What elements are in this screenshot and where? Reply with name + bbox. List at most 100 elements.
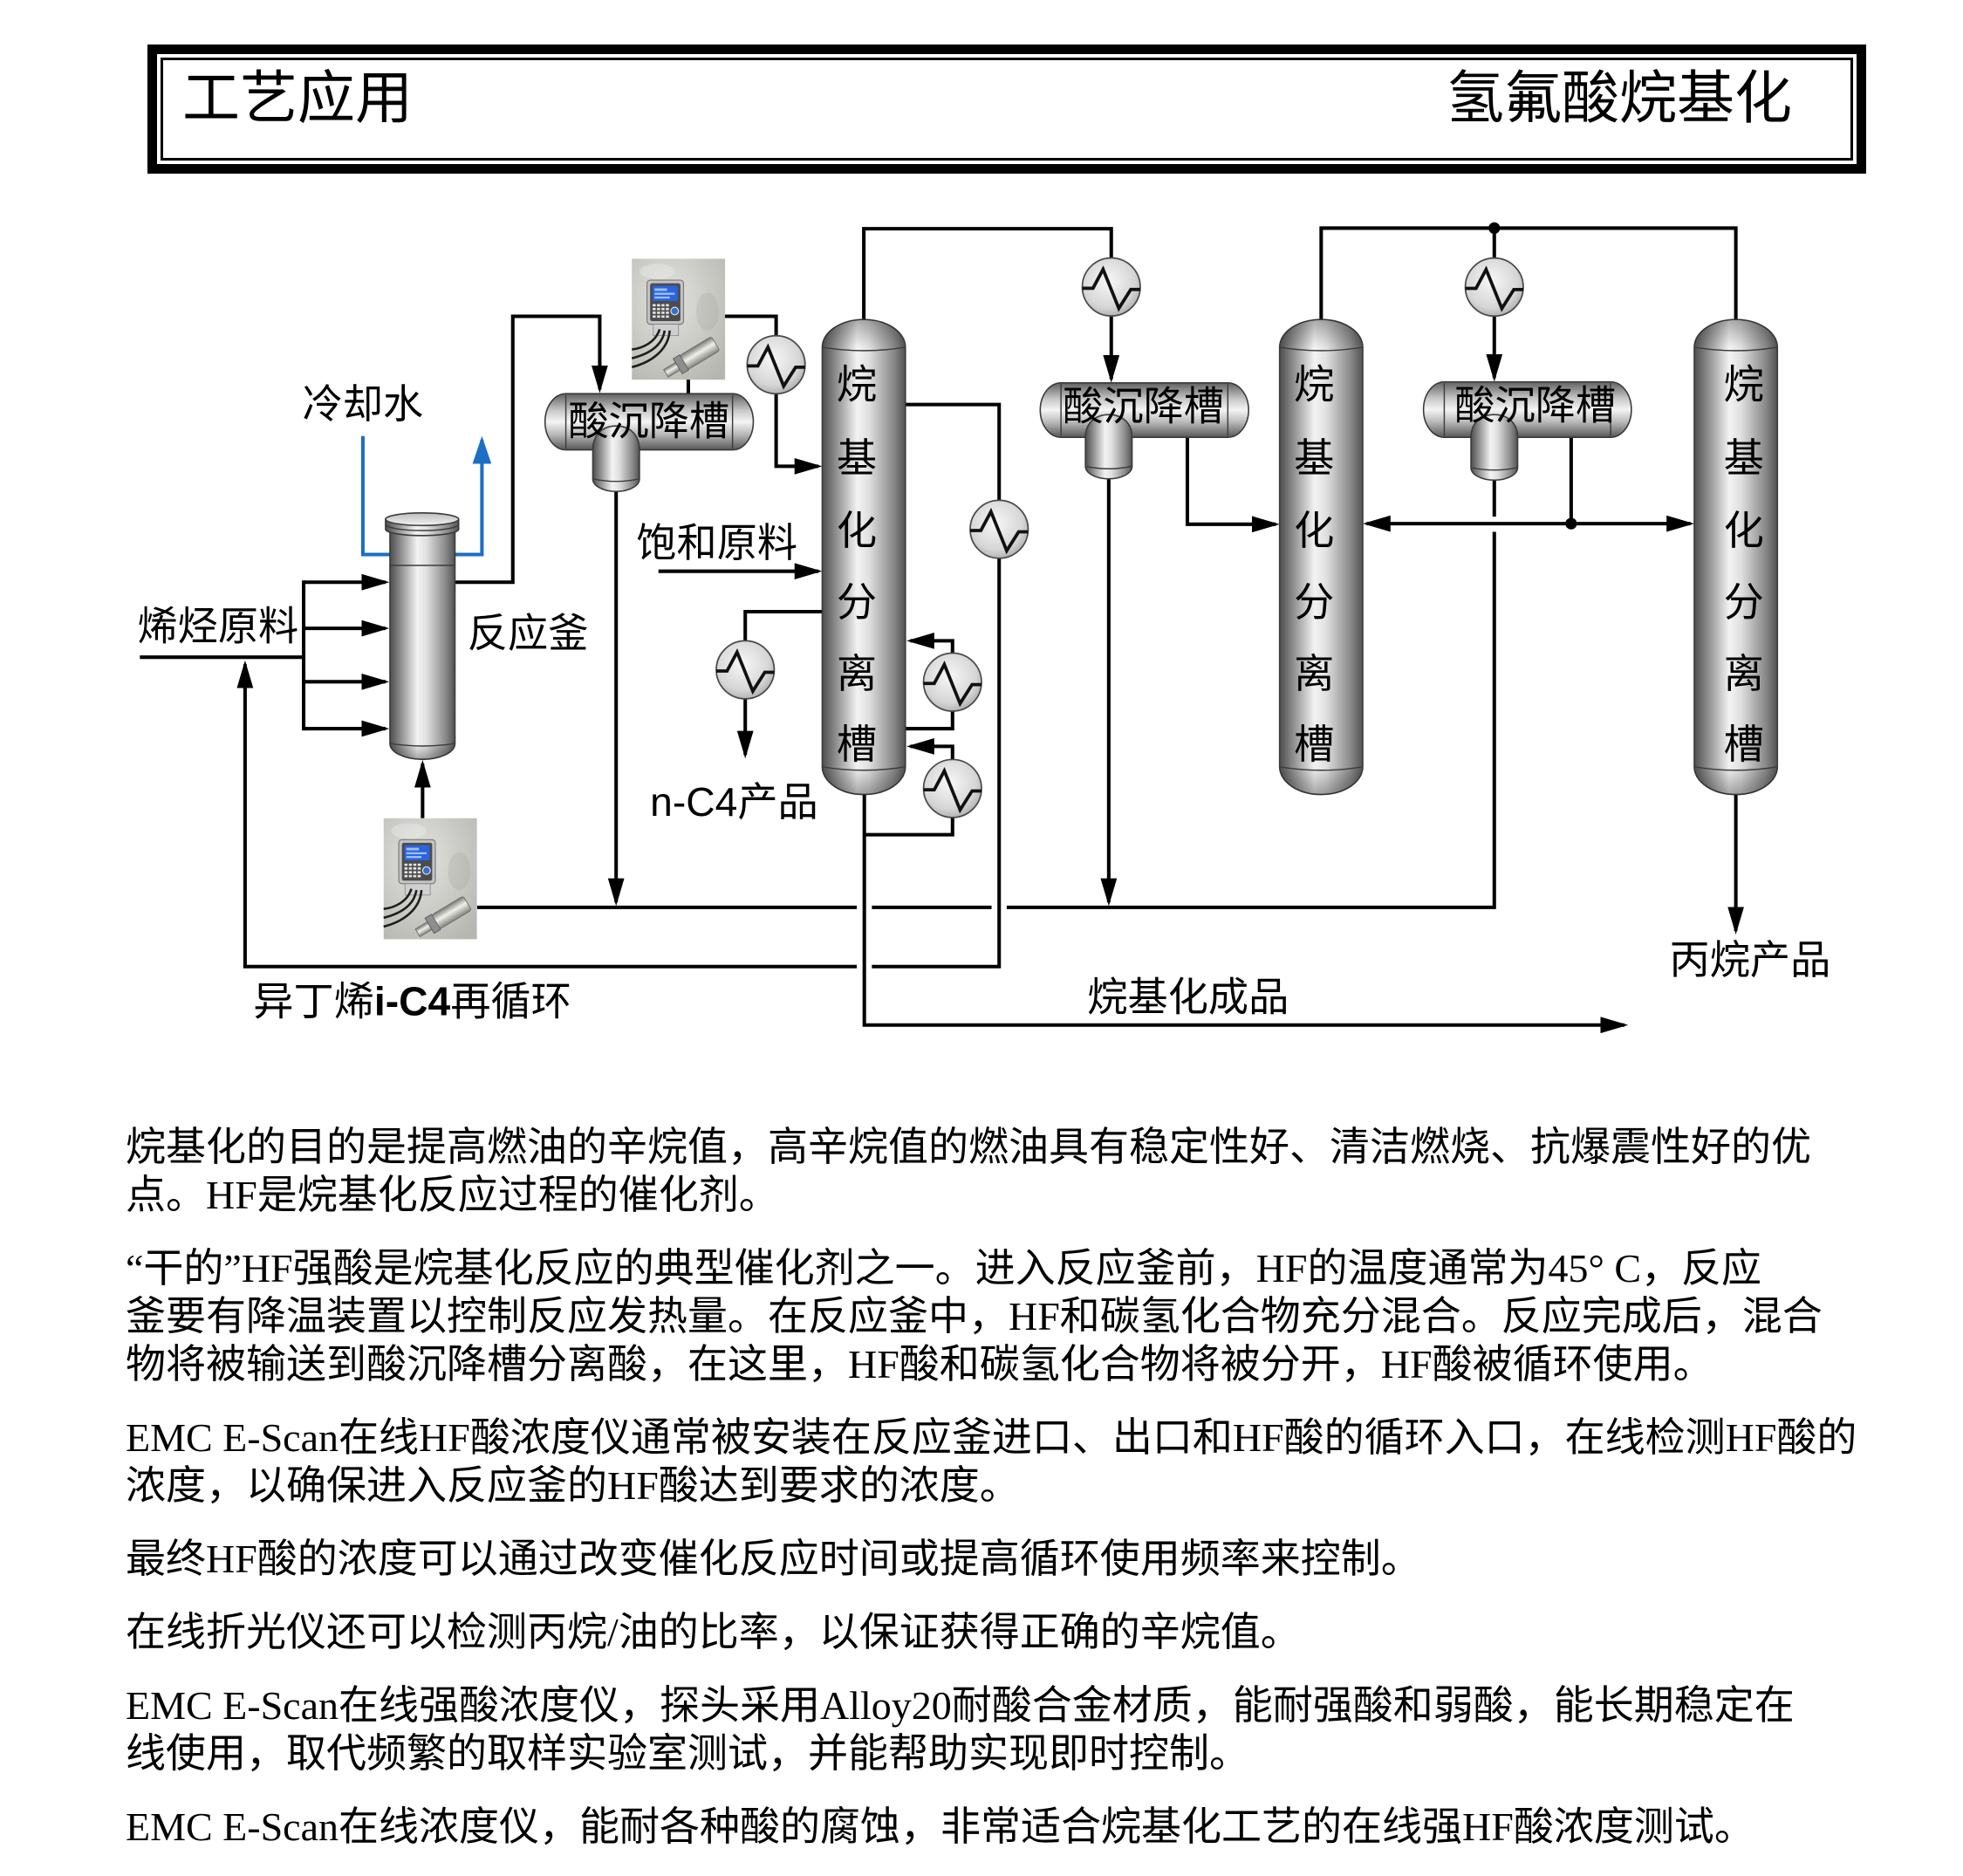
analyzer-bracket [404, 883, 431, 896]
alkylate-product-line [862, 794, 1629, 1034]
text-line: EMC E-Scan在线强酸浓度仪，探头采用Alloy20耐酸合金材质，能耐强酸… [126, 1683, 1795, 1728]
column-seam [1693, 346, 1778, 771]
header-inner-frame [161, 58, 1853, 161]
reboiler1-supply-line [905, 710, 954, 731]
acid-settler-icon: 酸沉降槽 [1422, 380, 1632, 482]
column-label-char: 槽 [837, 722, 877, 767]
column-label-char: 烷 [837, 363, 877, 407]
nc4-code: n-C4 [650, 779, 737, 825]
column-label-char: 离 [1294, 652, 1334, 696]
paragraph: “干的”HF强酸是烷基化反应的典型催化剂之一。进入反应釜前，HF的温度通常为45… [126, 1244, 1857, 1388]
text-line: 烷基化的目的是提高燃油的辛烷值，高辛烷值的燃油具有稳定性好、清洁燃烧、抗爆震性好… [126, 1125, 1811, 1169]
analyzer-cable [383, 888, 413, 911]
paragraph: 在线折光仪还可以检测丙烷/油的比率，以保证获得正确的辛烷值。 [126, 1608, 1857, 1656]
column-bottom-head [1279, 766, 1364, 795]
acid-settler-icon: 酸沉降槽 [544, 393, 755, 493]
separation-column-icon: 烷 基 化 分 离 槽 [1278, 318, 1364, 796]
settler-boot-seam [1084, 465, 1132, 469]
reactor-lid-ring [385, 524, 460, 531]
paragraph: 最终HF酸的浓度可以通过改变催化反应时间或提高循环使用频率来控制。 [126, 1535, 1857, 1583]
process-lines [140, 226, 1745, 1034]
settler-label: 酸沉降槽 [568, 400, 729, 444]
column-label-char: 化 [1294, 509, 1334, 553]
acid-settler-icon: 酸沉降槽 [1039, 381, 1249, 480]
settler1-overhead-line [724, 314, 778, 336]
cooling-water-lines [360, 435, 492, 557]
saturated-feed-label: 饱和原料 [636, 521, 797, 565]
settler-seam [564, 394, 734, 449]
heat-exchanger-coil [1465, 265, 1523, 312]
reactor-label: 反应釜 [468, 612, 589, 656]
propane-product-label: 丙烷产品 [1670, 938, 1831, 983]
settler-boot-seam [1470, 467, 1518, 471]
text-line: EMC E-Scan在线HF酸浓度仪通常被安装在反应釜进口、出口和HF酸的循环入… [126, 1415, 1857, 1460]
column-label-char: 离 [837, 652, 877, 696]
cooling-water-outlet-line [455, 435, 492, 557]
heat-exchanger-coil [716, 647, 775, 695]
reactor-vessel-icon [385, 512, 460, 761]
analyzer-knob [670, 306, 680, 316]
reactor-lid [385, 512, 460, 527]
column1-feed-line [774, 394, 823, 475]
settler-seam [1060, 384, 1229, 436]
text-line: 在线折光仪还可以检测丙烷/油的比率，以保证获得正确的辛烷值。 [126, 1610, 1301, 1654]
settler-label: 酸沉降槽 [1454, 384, 1616, 428]
text-line: “干的”HF强酸是烷基化反应的典型催化剂之一。进入反应釜前，HF的温度通常为45… [126, 1246, 1762, 1291]
photo-texture [448, 852, 471, 891]
junction-dot [1565, 517, 1577, 530]
settler-boot-seam [592, 478, 640, 483]
column-label-char: 分 [1724, 580, 1764, 625]
process-flow-diagram: 酸沉降槽 酸沉降槽 酸沉降槽 烷 基 化 分 离 槽 烷 基 化 [137, 222, 1831, 1034]
recycle-suffix: 再循环 [450, 979, 571, 1024]
column-label-char: 化 [837, 509, 877, 553]
concentration-analyzer-photo [383, 818, 477, 940]
heat-exchanger-icon [715, 640, 776, 700]
alkylate-product-label: 烷基化成品 [1087, 976, 1289, 1020]
analyzer-cable [383, 889, 423, 928]
paragraph: 烷基化的目的是提高燃油的辛烷值，高辛烷值的燃油具有稳定性好、清洁燃烧、抗爆震性好… [126, 1123, 1857, 1219]
reactor-outlet-line [455, 314, 608, 585]
settler-seam [1443, 383, 1611, 436]
junction-dot [1488, 222, 1501, 235]
text-line: EMC E-Scan在线浓度仪，能耐各种酸的腐蚀，非常适合烷基化工艺的在线强HF… [126, 1804, 1754, 1849]
analyzer-probe [663, 337, 720, 378]
separation-column-icon: 烷 基 化 分 离 槽 [1693, 318, 1779, 796]
header-frame [147, 45, 1866, 174]
heat-exchanger-icon [969, 499, 1029, 559]
description-text: 烷基化的目的是提高燃油的辛烷值，高辛烷值的燃油具有稳定性好、清洁燃烧、抗爆震性好… [126, 1123, 1857, 1876]
probe-body [681, 337, 720, 369]
cooling-water-label: 冷却水 [303, 382, 424, 427]
heat-exchanger-coil [970, 507, 1029, 555]
text-line: 浓度，以确保进入反应釜的HF酸达到要求的浓度。 [126, 1463, 1020, 1508]
probe-body [432, 896, 471, 928]
analyzer-screen-text [654, 288, 675, 299]
heat-exchanger-icon [746, 334, 806, 395]
settler-label: 酸沉降槽 [1063, 384, 1224, 428]
column-label-char: 基 [1294, 436, 1334, 481]
reactor-bottom-head [389, 743, 455, 760]
reboiler1-return-line [906, 633, 954, 654]
paragraph: EMC E-Scan在线HF酸浓度仪通常被安装在反应釜进口、出口和HF酸的循环入… [126, 1414, 1857, 1510]
paragraph: EMC E-Scan在线强酸浓度仪，探头采用Alloy20耐酸合金材质，能耐强酸… [126, 1681, 1857, 1777]
analyzer-probe [414, 896, 471, 938]
heat-exchanger-coil [1082, 265, 1140, 312]
heat-exchanger-coil [923, 766, 982, 814]
text-line: 点。HF是烷基化反应过程的催化剂。 [126, 1173, 779, 1217]
isobutane-recycle-line [245, 558, 1002, 969]
heat-exchanger-coil [747, 343, 805, 390]
column-label-char: 烷 [1724, 363, 1764, 407]
column-label-char: 基 [1724, 436, 1764, 481]
recycle-prefix: 异丁烯 [253, 979, 374, 1024]
analyzer-knob [421, 866, 431, 875]
paragraph: EMC E-Scan在线浓度仪，能耐各种酸的腐蚀，非常适合烷基化工艺的在线强HF… [126, 1803, 1857, 1851]
column1-side-draw-line [905, 402, 1002, 501]
section-title: 工艺应用 [182, 67, 413, 131]
photo-texture [391, 823, 427, 839]
settler2-hydrocarbon-line [1185, 437, 1280, 533]
column2-overhead-line [1319, 226, 1738, 320]
heat-exchanger-icon [922, 652, 982, 712]
text-line: 物将被输送到酸沉降槽分离酸，在这里，HF酸和碳氢化合物将被分开，HF酸被循环使用… [126, 1342, 1713, 1386]
column-top-head [1693, 319, 1778, 347]
column-label-char: 烷 [1294, 363, 1334, 407]
heat-exchanger-icon [1464, 257, 1524, 318]
